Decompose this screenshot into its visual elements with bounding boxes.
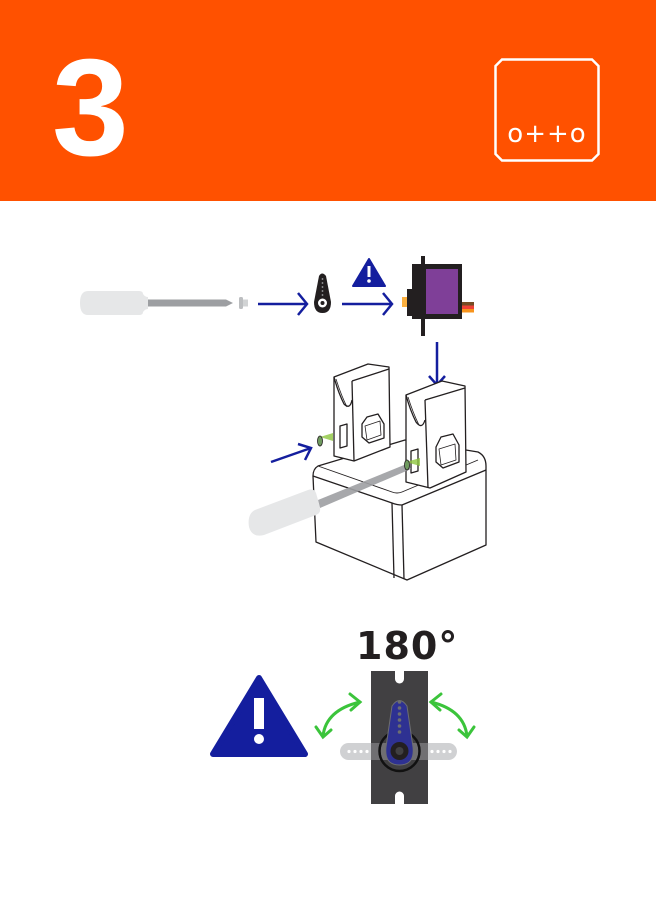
servo-horn-icon — [314, 273, 331, 313]
rotation-angle-label: 180° — [356, 624, 459, 668]
arrow-right-icon — [342, 292, 394, 316]
warning-icon — [352, 258, 386, 287]
rotate-arrow-right-icon — [428, 692, 476, 740]
warning-icon — [210, 675, 308, 757]
otto-logo-icon: o++o — [494, 58, 600, 162]
arrow-right-icon — [258, 292, 309, 316]
step-number: 3 — [52, 31, 129, 185]
servo-top-view-icon — [371, 671, 428, 804]
screwdriver-icon — [80, 291, 233, 315]
servo-bracket-icon — [333, 363, 391, 462]
servo-bracket-icon — [405, 380, 467, 489]
screw-icon — [317, 433, 333, 447]
header-banner: 3 o++o — [0, 0, 656, 201]
servo-motor-icon — [402, 256, 474, 336]
screw-icon — [239, 297, 248, 309]
arrow-down-icon — [428, 342, 446, 387]
rotate-arrow-left-icon — [314, 692, 363, 740]
screwdriver-icon — [248, 463, 411, 536]
arrow-right-icon — [270, 442, 313, 464]
screw-icon — [404, 458, 420, 471]
logo-text: o++o — [507, 119, 587, 149]
